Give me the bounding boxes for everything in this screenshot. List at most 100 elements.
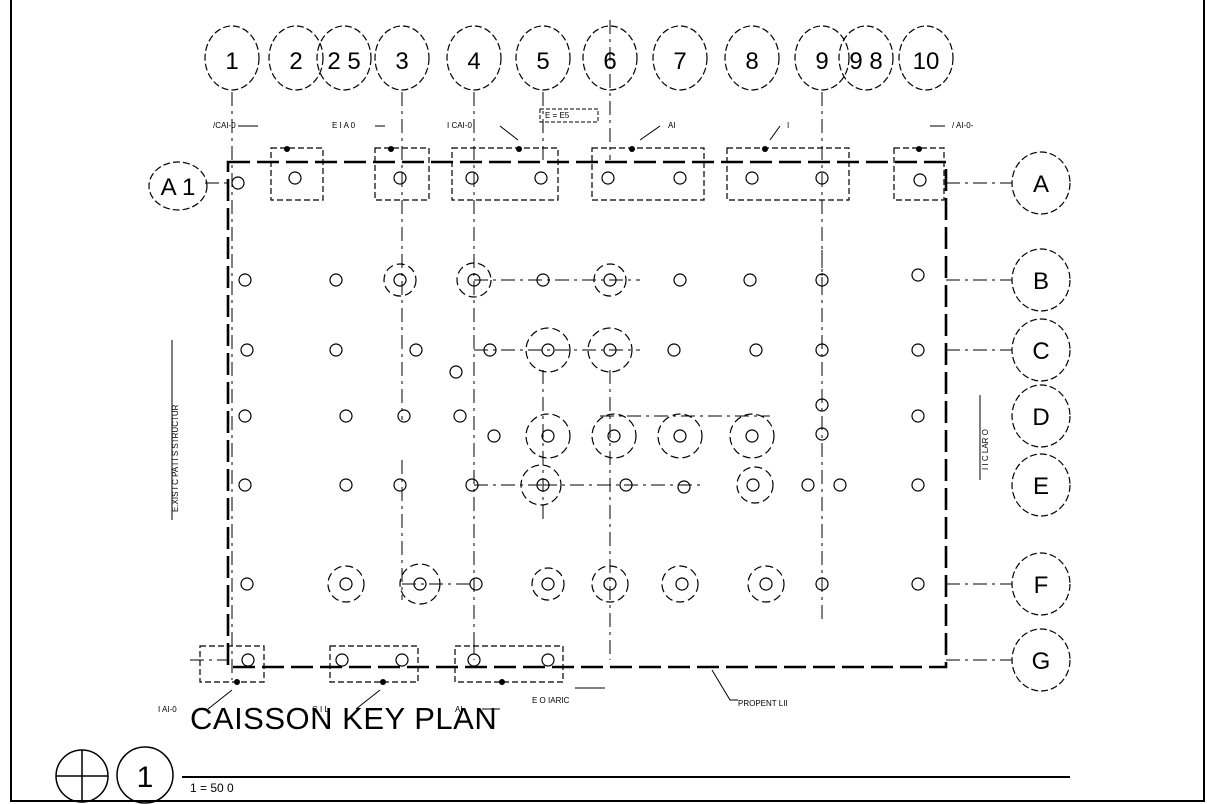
caisson [815,398,829,412]
column-bubble [374,25,430,91]
caissons [231,171,927,667]
caisson [815,171,829,185]
note-top-left: /CAI-0 [213,121,236,130]
caisson [673,171,687,185]
caisson [534,171,548,185]
column-label: 10 [913,48,940,75]
row-label: F [1034,572,1049,599]
row-label: G [1032,648,1051,675]
caisson [745,171,759,185]
caisson [449,365,463,379]
column-label: 6 [603,48,616,75]
caisson-ring [657,413,703,459]
column-bubble [582,25,638,91]
caisson [536,273,550,287]
caisson [335,653,349,667]
row-label: A [1033,171,1049,198]
row-grid-labels: A B C D E F G A 1 [161,171,1051,675]
caisson [487,429,501,443]
caisson [541,343,555,357]
note-right-side: I I C LAR O [981,429,990,470]
caisson [329,273,343,287]
note-bot-col5: E O IARIC [532,696,570,705]
note-top-col8: I [787,121,789,130]
column-grid-bubbles [204,25,954,91]
caisson [238,273,252,287]
caisson [911,343,925,357]
caisson [815,343,829,357]
caisson [541,429,555,443]
caisson [667,343,681,357]
column-bubble [204,25,260,91]
caisson-ring [456,262,492,298]
caisson [759,577,773,591]
row-grid-bubbles [148,151,1071,692]
caisson [231,176,245,190]
property-line-boundary [226,160,948,669]
column-bubble [838,25,894,91]
caisson [409,343,423,357]
column-bubble [898,25,954,91]
caisson-ring [327,565,365,603]
row-label: E [1033,473,1049,500]
caisson [413,577,427,591]
column-label: 2 [289,48,302,75]
caisson [240,343,254,357]
caisson-ring [587,327,633,373]
column-label: 4 [467,48,480,75]
caisson [607,429,621,443]
note-top-col4: I CAI-0 [447,121,472,130]
corner-label: A 1 [161,174,196,201]
caisson [465,478,479,492]
caisson-ring [525,327,571,373]
caisson [469,577,483,591]
caisson-ring [736,466,774,504]
caisson [541,577,555,591]
column-label: 2 5 [327,48,360,75]
annotation-leaders [171,108,981,710]
caisson [395,653,409,667]
caisson [815,427,829,441]
row-bubble [1011,453,1071,517]
note-bot-mid: C I L [312,705,329,714]
caisson [238,409,252,423]
caisson [911,268,925,282]
caisson-ring [399,563,441,605]
caisson [745,429,759,443]
caisson-ring [531,567,565,601]
caisson [536,478,550,492]
caisson-ring [520,464,562,506]
detail-callout-symbol [55,746,174,804]
row-bubble [1011,384,1071,448]
note-top-col56: E = E5 [545,111,570,120]
column-bubble [652,25,708,91]
caisson [397,409,411,423]
row-label: B [1033,268,1049,295]
plan-scale: 1 = 50 0 [190,781,234,795]
caisson-ring [747,565,785,603]
detail-number: 1 [137,761,154,794]
caisson-ring [591,413,637,459]
caisson [833,478,847,492]
column-label: 9 8 [849,48,882,75]
row-label: D [1032,404,1049,431]
caisson [913,173,927,187]
caisson [241,653,255,667]
grid-lines [190,20,1012,680]
caisson [911,478,925,492]
row-label: C [1032,338,1049,365]
note-left-side: E.XIS I C PA I I S STRUCTUR [171,404,180,512]
caisson [746,478,760,492]
column-bubble [446,25,502,91]
property-line-label: PROPENT LII [738,699,788,708]
caisson-ring [525,413,571,459]
caisson-ring [593,263,627,297]
title-underline [182,776,1070,778]
column-label: 7 [673,48,686,75]
note-bot-left: I AI-0 [158,705,177,714]
caisson [393,478,407,492]
note-top-right: / AI-0- [952,121,974,130]
caisson [673,429,687,443]
column-bubble [515,25,571,91]
